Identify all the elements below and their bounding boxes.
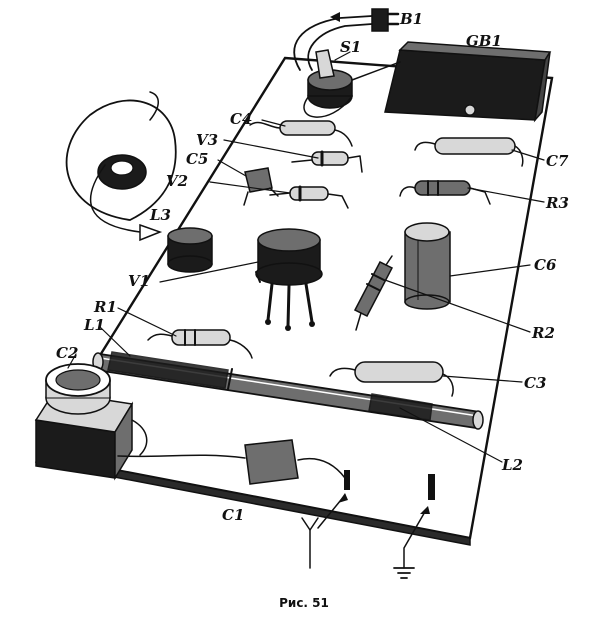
antenna-terminal xyxy=(301,493,348,569)
label-gb1: GB1 xyxy=(466,32,502,50)
tuning-capacitor-c2 xyxy=(34,363,148,481)
label-r3: R3 xyxy=(545,194,569,212)
ferrite-rod-antenna xyxy=(92,351,484,430)
label-v3: V3 xyxy=(196,131,218,149)
diode-v3 xyxy=(291,150,363,173)
battery-gb1 xyxy=(351,41,552,123)
label-c7: C7 xyxy=(546,152,569,170)
coil-l3 xyxy=(167,227,213,273)
capacitor-c7 xyxy=(414,137,524,167)
capacitor-c6 xyxy=(404,222,451,310)
label-c1: C1 xyxy=(222,506,244,524)
label-l2: L2 xyxy=(501,456,523,474)
transistor-v1 xyxy=(255,228,323,331)
label-l3: L3 xyxy=(149,206,171,224)
label-c5: C5 xyxy=(186,150,208,168)
label-c4: C4 xyxy=(230,110,252,128)
figure-caption: Рис. 51 xyxy=(279,596,329,610)
capacitor-c4 xyxy=(249,120,353,147)
label-r1: R1 xyxy=(93,298,117,316)
label-l1: L1 xyxy=(83,316,105,334)
capacitor-c3 xyxy=(329,361,454,397)
diode-v2 xyxy=(269,185,349,209)
designator-labels: B1 S1 GB1 C4 V3 C5 V2 C7 R3 L3 C6 V1 R1 … xyxy=(56,10,569,524)
label-c3: C3 xyxy=(524,374,546,392)
switch-s1 xyxy=(303,49,353,118)
label-v1: V1 xyxy=(128,272,150,290)
leader-lines xyxy=(67,51,545,463)
label-s1: S1 xyxy=(340,38,361,56)
label-v2: V2 xyxy=(166,172,188,190)
label-b1: B1 xyxy=(399,10,423,28)
ground-terminal xyxy=(393,474,435,579)
capacitor-c5 xyxy=(243,167,279,206)
resistor-r1 xyxy=(147,329,253,359)
headphone-plug-b1 xyxy=(293,8,400,71)
toroid-coil-detail xyxy=(65,91,177,242)
label-c6: C6 xyxy=(534,256,557,274)
resistor-r2 xyxy=(353,255,394,331)
label-c2: C2 xyxy=(56,344,78,362)
capacitor-c1 xyxy=(117,439,350,490)
label-r2: R2 xyxy=(531,324,555,342)
resistor-r3 xyxy=(399,180,491,205)
